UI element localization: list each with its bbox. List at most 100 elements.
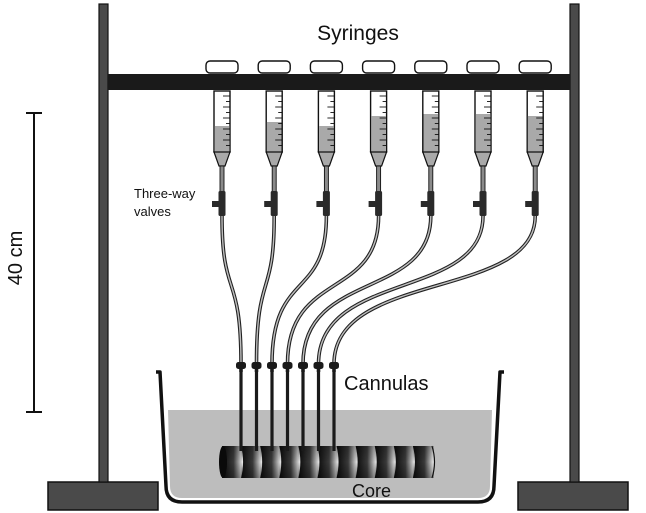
tube-outline-6: [316, 214, 485, 366]
core-segment-shade: [260, 446, 282, 478]
syringe-plunger-cap: [257, 60, 291, 74]
cannula-hub: [251, 362, 262, 369]
three-way-valve-handle: [473, 201, 480, 207]
syringe-1: [205, 60, 239, 216]
core-segment-10: [393, 446, 415, 478]
syringe-fluid: [319, 126, 334, 152]
syringe-plunger-cap: [205, 60, 239, 74]
core-segment-11: [412, 446, 434, 478]
cannula-needle: [316, 369, 321, 451]
water-basin: [156, 370, 504, 504]
syringe-plunger-cap: [466, 60, 500, 74]
syringe-fluid: [214, 126, 230, 152]
core-segment-shade: [393, 446, 415, 478]
syringe-plunger-cap: [361, 60, 396, 74]
core-segment-5: [298, 446, 320, 478]
cannula-4: [282, 362, 293, 451]
syringe-5: [414, 60, 448, 216]
core-segment-shade: [336, 446, 358, 478]
scale-bar: [26, 112, 42, 413]
syringe-plunger-cap: [518, 60, 552, 74]
syringe-fluid: [475, 114, 491, 152]
cannula-needle: [239, 369, 243, 451]
three-way-valve: [270, 191, 278, 216]
cannula-2: [251, 362, 262, 451]
cannula-5: [298, 362, 308, 451]
syringe-fluid: [423, 114, 439, 152]
syringes-label: Syringes: [317, 22, 399, 45]
three-way-valve-handle: [212, 201, 219, 207]
core-segment-6: [317, 446, 339, 478]
cannula-1: [236, 362, 246, 451]
syringe-neck: [376, 165, 382, 193]
cannula-needle: [254, 369, 259, 451]
cannula-hub: [329, 362, 339, 369]
syringe-7: [518, 60, 552, 216]
basin-outline: [156, 370, 504, 504]
three-way-valve: [479, 191, 487, 216]
syringe-4: [361, 60, 396, 216]
tube-outline-3: [270, 214, 329, 366]
tube-inner-3: [271, 215, 328, 365]
core-segment-shade: [279, 446, 301, 478]
cannula-hub: [236, 362, 246, 369]
sediment-core: [219, 445, 436, 479]
core-segment-shade: [298, 446, 320, 478]
core-segment-shade: [317, 446, 339, 478]
syringe-neck: [219, 165, 225, 193]
tube-inner-1: [221, 215, 242, 365]
cannula-needle: [285, 369, 290, 451]
cannulas: [236, 362, 339, 451]
core-label: Core: [352, 481, 391, 501]
cannula-3: [267, 362, 277, 451]
cannula-6: [313, 362, 324, 451]
syringe-taper: [265, 151, 284, 167]
syringes: [205, 60, 552, 216]
core-segment-7: [336, 446, 358, 478]
cannulas-label: Cannulas: [344, 373, 429, 395]
core-segment-1: [222, 446, 244, 478]
scale-label: 40 cm: [5, 231, 27, 285]
syringe-neck: [428, 165, 434, 193]
cannula-needle: [332, 369, 336, 451]
cannula-needle: [270, 369, 274, 451]
syringe-plunger-cap: [309, 60, 344, 74]
cannula-needle: [301, 369, 305, 451]
left-base-block: [47, 481, 159, 511]
core-segment-shade: [241, 446, 263, 478]
core-right-end: [431, 445, 436, 479]
cannula-hub: [267, 362, 277, 369]
syringe-holder-bar: [108, 74, 570, 90]
syringe-taper: [369, 151, 388, 167]
three-way-valve-handle: [264, 201, 272, 207]
core-segment-shade: [222, 446, 244, 478]
three-way-valve-handle: [525, 201, 533, 207]
tube-outline-7: [332, 214, 537, 366]
syringe-6: [466, 60, 500, 216]
syringe-neck: [323, 165, 329, 193]
core-segment-shade: [355, 446, 377, 478]
syringe-fluid: [266, 122, 282, 152]
core-segment-2: [241, 446, 263, 478]
tubing: [220, 214, 537, 366]
three-way-valve-handle: [420, 201, 428, 207]
syringe-neck: [271, 165, 277, 193]
syringe-fluid: [527, 116, 543, 152]
core-segment-9: [374, 446, 396, 478]
tube-inner-4: [286, 215, 380, 365]
core-left-end: [219, 446, 227, 478]
cannula-hub: [298, 362, 308, 369]
core-segment-shade: [374, 446, 396, 478]
cannula-hub: [282, 362, 293, 369]
core-segment-8: [355, 446, 377, 478]
tube-inner-2: [255, 215, 275, 365]
syringe-fluid: [371, 116, 386, 152]
three-way-valves-label-line2: valves: [134, 204, 171, 219]
three-way-valve: [375, 191, 383, 216]
syringe-plunger-cap: [414, 60, 448, 74]
cannula-7: [329, 362, 339, 451]
tube-outline-1: [220, 214, 243, 366]
cannula-hub: [313, 362, 324, 369]
three-way-valve: [218, 191, 226, 216]
syringe-3: [309, 60, 344, 216]
